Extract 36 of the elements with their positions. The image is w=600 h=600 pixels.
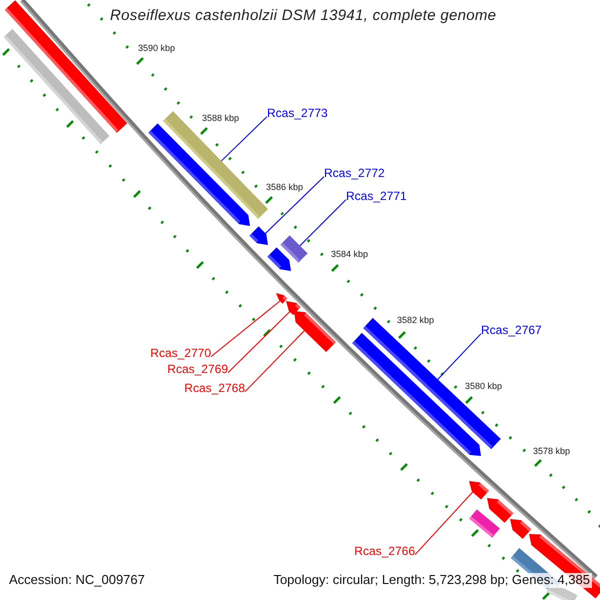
- scale-label: 3584 kbp: [331, 249, 368, 260]
- gene-feature: [276, 293, 288, 304]
- leader-line: [210, 300, 280, 358]
- genome-info-text: Accession: NC_009767: [9, 573, 145, 588]
- gene-block: [4, 28, 110, 144]
- gene-block: [469, 509, 500, 538]
- scale-label: 3578 kbp: [533, 446, 570, 456]
- leader-line: [299, 199, 346, 246]
- leader-line: [244, 330, 305, 392]
- gene-feature: [487, 498, 514, 523]
- scale-label: 3582 kbp: [397, 315, 434, 326]
- leader-line: [265, 176, 324, 234]
- gene-label: Rcas_2772: [324, 167, 385, 181]
- genome-info-text: Topology: circular; Length: 5,723,298 bp; Genes: 4,385: [271, 573, 592, 588]
- gene-feature: [510, 519, 532, 539]
- leader-line: [414, 492, 474, 556]
- gene-label: Rcas_2770: [150, 347, 211, 361]
- gene-label: Rcas_2773: [267, 107, 328, 121]
- title: Roseiflexus castenholzii DSM 13941, complete genome: [110, 7, 496, 24]
- scale-label: 3580 kbp: [465, 381, 502, 392]
- leader-line: [228, 311, 290, 374]
- gene-label: Rcas_2767: [481, 324, 542, 338]
- leader-line: [220, 116, 268, 162]
- leader-line: [437, 333, 482, 380]
- scale-label: 3588 kbp: [202, 113, 240, 124]
- gene-feature: [294, 311, 336, 352]
- gene-label: Rcas_2769: [167, 363, 228, 377]
- scale-label: 3586 kbp: [266, 182, 304, 192]
- gene-feature: [469, 481, 489, 500]
- scale-label: 3590 kbp: [138, 43, 176, 54]
- gene-feature: [249, 226, 268, 245]
- gene-label: Rcas_2771: [346, 190, 407, 204]
- gene-label: Rcas_2766: [354, 545, 415, 559]
- gene-label: Rcas_2768: [184, 382, 245, 396]
- gene-feature: [267, 247, 291, 271]
- gene-feature: [148, 123, 250, 226]
